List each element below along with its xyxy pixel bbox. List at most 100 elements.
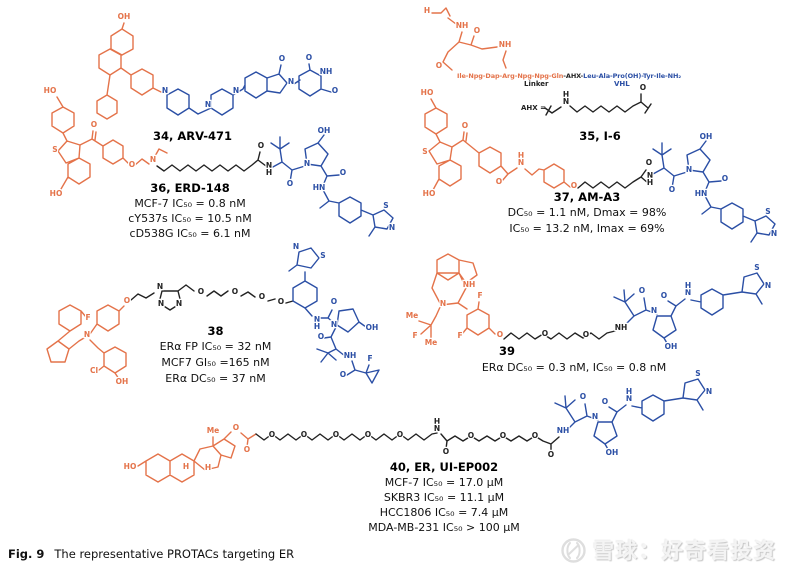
compound-38-activity-line: MCF7 GI₅₀ =165 nM	[161, 356, 270, 369]
compound-38-activity-line: ERα FP IC₅₀ = 32 nM	[159, 340, 272, 353]
svg-text:N: N	[266, 161, 272, 170]
compound-35-label: 35, I-6	[579, 129, 621, 143]
svg-text:F: F	[412, 331, 417, 340]
svg-text:O: O	[436, 61, 442, 70]
svg-text:F: F	[367, 354, 372, 363]
svg-text:O: O	[496, 177, 502, 186]
svg-text:H: H	[183, 462, 189, 471]
svg-text:O: O	[301, 430, 307, 439]
svg-text:O: O	[640, 83, 646, 92]
svg-text:OH: OH	[606, 448, 619, 457]
svg-text:O: O	[333, 430, 339, 439]
svg-text:F: F	[477, 291, 482, 300]
svg-text:N: N	[440, 299, 446, 308]
svg-text:HO: HO	[423, 189, 436, 198]
svg-text:O: O	[468, 431, 474, 440]
compound-37-label: 37, AM-A3	[553, 190, 621, 204]
svg-text:H: H	[434, 417, 440, 426]
svg-text:H: H	[626, 387, 632, 396]
atom-labels: OHNNNONONHOHOSHOOONONHONOHOHNSNHNHONHOHN…	[42, 5, 778, 473]
compound-40-activity-line: MDA-MB-231 IC₅₀ > 100 μM	[368, 521, 520, 534]
structure-37	[424, 98, 776, 243]
svg-text:O: O	[542, 329, 548, 338]
svg-text:O: O	[340, 370, 346, 379]
svg-text:H: H	[314, 322, 320, 331]
svg-text:O: O	[669, 185, 675, 194]
figure-caption-text: The representative PROTACs targeting ER	[54, 547, 295, 561]
structure-38	[46, 247, 380, 384]
svg-text:S: S	[383, 201, 388, 210]
svg-text:HO: HO	[50, 189, 63, 198]
svg-text:O: O	[233, 423, 239, 432]
svg-text:O: O	[340, 168, 346, 177]
svg-text:N: N	[592, 412, 598, 421]
svg-text:N: N	[434, 424, 440, 433]
compound-36-activity-line: cY537s IC₅₀ = 10.5 nM	[128, 212, 252, 225]
svg-text:O: O	[397, 430, 403, 439]
sequence-vhl: Leu-Ala-Pro(OH)-Tyr-Ile-NH₂	[583, 72, 682, 80]
compound-35-block: 35, I-6	[555, 129, 645, 144]
svg-text:N: N	[150, 155, 156, 164]
svg-text:OH: OH	[116, 377, 129, 386]
svg-text:N: N	[563, 97, 569, 106]
svg-text:NH: NH	[320, 67, 333, 76]
compound-37-block: 37, AM-A3 DC₅₀ = 1.1 nM, Dmax = 98% IC₅₀…	[478, 189, 696, 237]
svg-text:Cl: Cl	[90, 366, 98, 375]
svg-text:O: O	[580, 392, 586, 401]
svg-text:N: N	[205, 100, 211, 109]
svg-text:N: N	[626, 394, 632, 403]
sequence-ligand: Ile-Npg-Dap-Arg-Npg-Npg-Gln	[457, 72, 564, 80]
watermark: 雪球：好奇看投资	[560, 535, 777, 565]
svg-text:O: O	[661, 291, 667, 300]
svg-text:HO: HO	[421, 88, 434, 97]
svg-text:H: H	[647, 178, 653, 187]
svg-text:OH: OH	[318, 126, 331, 135]
svg-text:N: N	[647, 171, 653, 180]
svg-text:S: S	[52, 145, 57, 154]
svg-text:O: O	[259, 292, 265, 301]
svg-text:NH: NH	[499, 40, 512, 49]
svg-text:N: N	[162, 86, 168, 95]
svg-text:N: N	[771, 229, 777, 238]
svg-text:O: O	[602, 397, 608, 406]
svg-text:O: O	[278, 297, 284, 306]
svg-text:S: S	[320, 251, 325, 260]
svg-text:O: O	[124, 296, 130, 305]
svg-text:O: O	[91, 120, 97, 129]
svg-text:O: O	[198, 287, 204, 296]
structure-39	[418, 253, 765, 346]
svg-text:O: O	[474, 26, 480, 35]
svg-text:HN: HN	[313, 183, 326, 192]
svg-text:N: N	[765, 281, 771, 290]
svg-text:N: N	[651, 306, 657, 315]
svg-text:O: O	[129, 160, 135, 169]
compound-36-activity-line: cD538G IC₅₀ = 6.1 nM	[129, 227, 251, 240]
compound-37-activity-line: IC₅₀ = 13.2 nM, Imax = 69%	[509, 222, 665, 235]
linker-annotation: Linker	[524, 80, 549, 88]
compound-40-activity-line: SKBR3 IC₅₀ = 11.1 μM	[383, 491, 505, 504]
ahx-definition-label: AHX =	[521, 104, 546, 112]
svg-text:S: S	[422, 147, 427, 156]
svg-text:N: N	[84, 330, 90, 339]
svg-text:S: S	[765, 207, 770, 216]
svg-text:Me: Me	[406, 311, 419, 320]
svg-text:NH: NH	[463, 280, 476, 289]
svg-text:O: O	[443, 447, 449, 456]
svg-text:NH: NH	[615, 323, 628, 332]
svg-text:N: N	[314, 315, 320, 324]
svg-text:OH: OH	[118, 12, 131, 21]
svg-text:O: O	[500, 431, 506, 440]
svg-text:O: O	[639, 286, 645, 295]
svg-text:HN: HN	[695, 189, 708, 198]
svg-text:H: H	[518, 151, 524, 160]
svg-text:OH: OH	[665, 342, 678, 351]
svg-text:N: N	[304, 159, 310, 168]
watermark-text: 雪球：好奇看投资	[593, 539, 777, 563]
compound-35-sequence: Ile-Npg-Dap-Arg-Npg-Npg-Gln-AHX-Leu-Ala-…	[457, 72, 681, 80]
svg-text:Me: Me	[425, 338, 438, 347]
svg-text:N: N	[685, 288, 691, 297]
svg-text:OH: OH	[366, 323, 379, 332]
svg-text:O: O	[318, 332, 324, 341]
